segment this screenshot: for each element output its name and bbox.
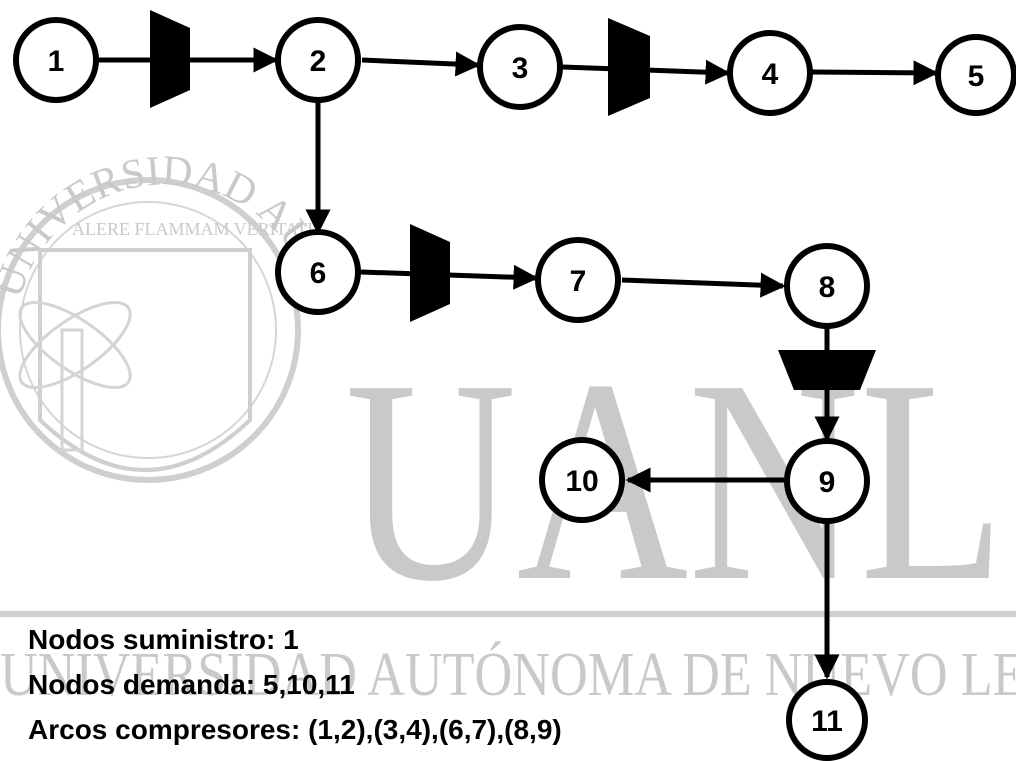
node-8: 8: [784, 243, 870, 329]
node-2-label: 2: [310, 45, 327, 78]
legend-demand-nodes: Nodos demanda: 5,10,11: [28, 669, 355, 700]
node-3-label: 3: [512, 52, 529, 85]
node-4-label: 4: [762, 58, 779, 91]
compressor-6-7-icon: [410, 224, 450, 322]
node-11-label: 11: [811, 705, 843, 738]
node-1: 1: [13, 17, 99, 103]
node-10: 10: [539, 437, 625, 523]
node-8-label: 8: [819, 271, 836, 304]
legend-supply-nodes: Nodos suministro: 1: [28, 624, 299, 655]
compressor-1-2-icon: [150, 10, 190, 108]
node-10-label: 10: [565, 465, 598, 498]
nodes: 1 2 3 4 5 6 7 8: [13, 17, 1016, 761]
compressor-8-9-icon: [778, 350, 876, 390]
legend-compressor-arcs: Arcos compresores: (1,2),(3,4),(6,7),(8,…: [28, 714, 562, 745]
node-6: 6: [275, 229, 361, 315]
node-3: 3: [477, 24, 563, 110]
seal-motto: ALERE FLAMMAM VERITATIS: [72, 219, 323, 239]
compressor-3-4-icon: [608, 18, 650, 116]
node-11: 11: [786, 679, 868, 761]
node-9: 9: [784, 438, 870, 524]
node-9-label: 9: [819, 466, 836, 499]
node-2: 2: [275, 17, 361, 103]
node-7: 7: [535, 237, 621, 323]
edge-2-3: [361, 51, 481, 77]
compressors: [150, 10, 876, 390]
node-7-label: 7: [570, 265, 587, 298]
node-5-label: 5: [968, 60, 985, 93]
node-5: 5: [935, 34, 1016, 116]
node-1-label: 1: [48, 45, 65, 78]
edge-7-8: [621, 272, 786, 298]
node-6-label: 6: [310, 257, 327, 290]
edge-4-5: [811, 60, 939, 86]
node-4: 4: [727, 30, 813, 116]
